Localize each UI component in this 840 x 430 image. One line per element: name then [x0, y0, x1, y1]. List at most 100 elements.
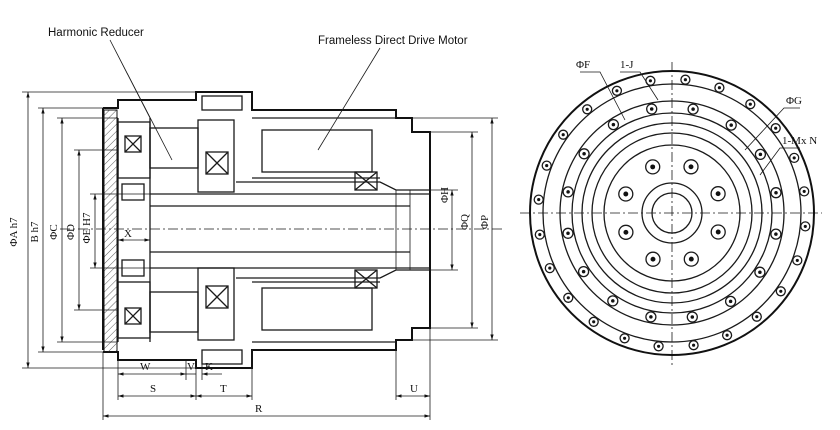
mid-bolt-hole-center: [566, 190, 570, 194]
mid-bolt-hole: [754, 148, 767, 161]
dim-label-T: T: [220, 383, 227, 395]
leader-N: [759, 147, 800, 176]
mid-bolt-hole-center: [691, 107, 695, 111]
outer-bolt-hole: [800, 221, 811, 232]
dim-label-N: 1-Mx N: [782, 135, 817, 147]
diameter-dims-right: [412, 117, 498, 341]
inner-bolt-hole: [710, 224, 726, 240]
outer-bolt-hole: [611, 85, 623, 96]
inner-bolt-hole: [710, 186, 726, 202]
mid-bolt-hole: [562, 227, 574, 239]
mid-bolt-hole-center: [566, 231, 570, 236]
outer-bolt-hole: [799, 186, 810, 197]
dim-label-X: X: [124, 228, 132, 240]
dim-label-P: ΦP: [479, 215, 491, 229]
mid-bolt-hole: [578, 148, 590, 160]
mid-bolt-hole-center: [649, 315, 653, 319]
outer-bolt-hole-center: [561, 133, 565, 137]
mid-bolt-hole-center: [582, 152, 586, 156]
dim-label-U: U: [410, 383, 418, 395]
inner-bolt-hole: [618, 186, 634, 202]
mid-bolt-hole: [646, 103, 658, 115]
motor-stator-upper: [261, 129, 373, 173]
dim-label-K: K: [205, 361, 213, 373]
inner-bolt-hole: [618, 224, 634, 240]
leader-J: [620, 71, 659, 101]
outer-bolt-hole: [721, 330, 733, 341]
outer-bolt-hole-center: [803, 224, 807, 228]
ring-2: [559, 100, 785, 326]
hollow-bore-inner: [651, 192, 693, 234]
dim-label-B: B h7: [29, 221, 41, 243]
mid-bolt-hole: [754, 266, 766, 278]
leader-frameless-motor: [317, 47, 381, 151]
mid-holes: [562, 103, 782, 323]
outer-bolt-hole-center: [717, 86, 721, 90]
outer-bolt-hole: [563, 292, 574, 303]
outer-flange-circle: [529, 70, 815, 356]
bottom-bolt: [201, 349, 243, 365]
ring-4: [581, 122, 763, 304]
mid-bolt-hole: [686, 311, 698, 323]
outer-bolt-hole-center: [755, 315, 759, 319]
dim-label-H: ΦH: [439, 187, 451, 203]
mid-bolt-hole-center: [729, 123, 733, 127]
inner-holes: [618, 159, 726, 267]
outer-bolt-hole: [534, 229, 545, 240]
outer-bolt-hole-center: [779, 289, 783, 293]
side-section-view: ΦA h7 B h7 ΦC ΦD ΦE H7 ΦH ΦQ ΦP X W V K …: [8, 27, 505, 420]
inner-bolt-hole: [645, 159, 661, 175]
length-dims: [102, 328, 431, 420]
bearings: [124, 135, 378, 325]
hollow-shaft: [150, 193, 430, 269]
outer-bolt-hole: [619, 333, 630, 344]
output-flange-hatch: [103, 109, 118, 353]
dim-label-S: S: [150, 383, 156, 395]
ring-5: [591, 132, 753, 294]
inner-bolt-hole-center: [650, 164, 656, 170]
outer-bolt-hole-center: [748, 102, 752, 106]
dim-label-W: W: [140, 361, 151, 373]
dim-label-A: ΦA h7: [8, 217, 20, 247]
outer-bolt-hole: [770, 123, 781, 134]
outer-holes: [533, 74, 811, 352]
outer-bolt-hole-center: [592, 320, 596, 324]
outer-bolt-hole-center: [615, 89, 619, 93]
inner-bolt-hole-center: [688, 164, 694, 170]
outer-bolt-hole-center: [683, 78, 687, 82]
outer-bolt-hole: [544, 262, 555, 274]
outer-bolt-hole-center: [774, 126, 778, 130]
dim-label-G: ΦG: [786, 95, 802, 107]
motor-stator-lower: [261, 287, 373, 331]
outer-bolt-hole-center: [657, 344, 661, 348]
mid-bolt-hole: [724, 295, 737, 308]
mid-bolt-hole: [562, 186, 574, 198]
dim-label-Q: ΦQ: [459, 214, 471, 230]
outer-bolt-hole: [680, 74, 691, 85]
mid-bolt-hole-center: [690, 315, 695, 319]
dim-label-C: ΦC: [48, 224, 60, 239]
outer-bolt-hole-center: [623, 336, 627, 340]
outer-bolt-hole-center: [725, 333, 729, 337]
mid-bolt-hole: [770, 228, 782, 240]
top-bolt: [201, 95, 243, 111]
mid-bolt-hole-center: [758, 152, 763, 157]
outer-bolt-hole: [653, 341, 664, 352]
inner-bolt-hole-center: [715, 191, 721, 197]
mid-bolt-hole-center: [611, 299, 615, 303]
ring-6: [603, 144, 741, 282]
mid-bolt-hole-center: [758, 270, 762, 274]
outer-bolt-hole: [582, 104, 593, 115]
mid-bolt-hole-center: [728, 299, 733, 304]
callout-harmonic-reducer: Harmonic Reducer: [48, 27, 144, 39]
outer-bolt-hole-center: [795, 258, 799, 262]
mid-bolt-hole-center: [774, 190, 778, 195]
outer-bolt-hole: [789, 152, 800, 164]
mid-bolt-hole: [725, 119, 737, 131]
reducer-upper-block: [117, 121, 151, 179]
inner-bolt-hole-center: [688, 256, 694, 262]
inner-bolt-hole: [645, 251, 661, 267]
circular-spline-lower: [149, 291, 199, 333]
outer-bolt-hole: [533, 194, 544, 205]
